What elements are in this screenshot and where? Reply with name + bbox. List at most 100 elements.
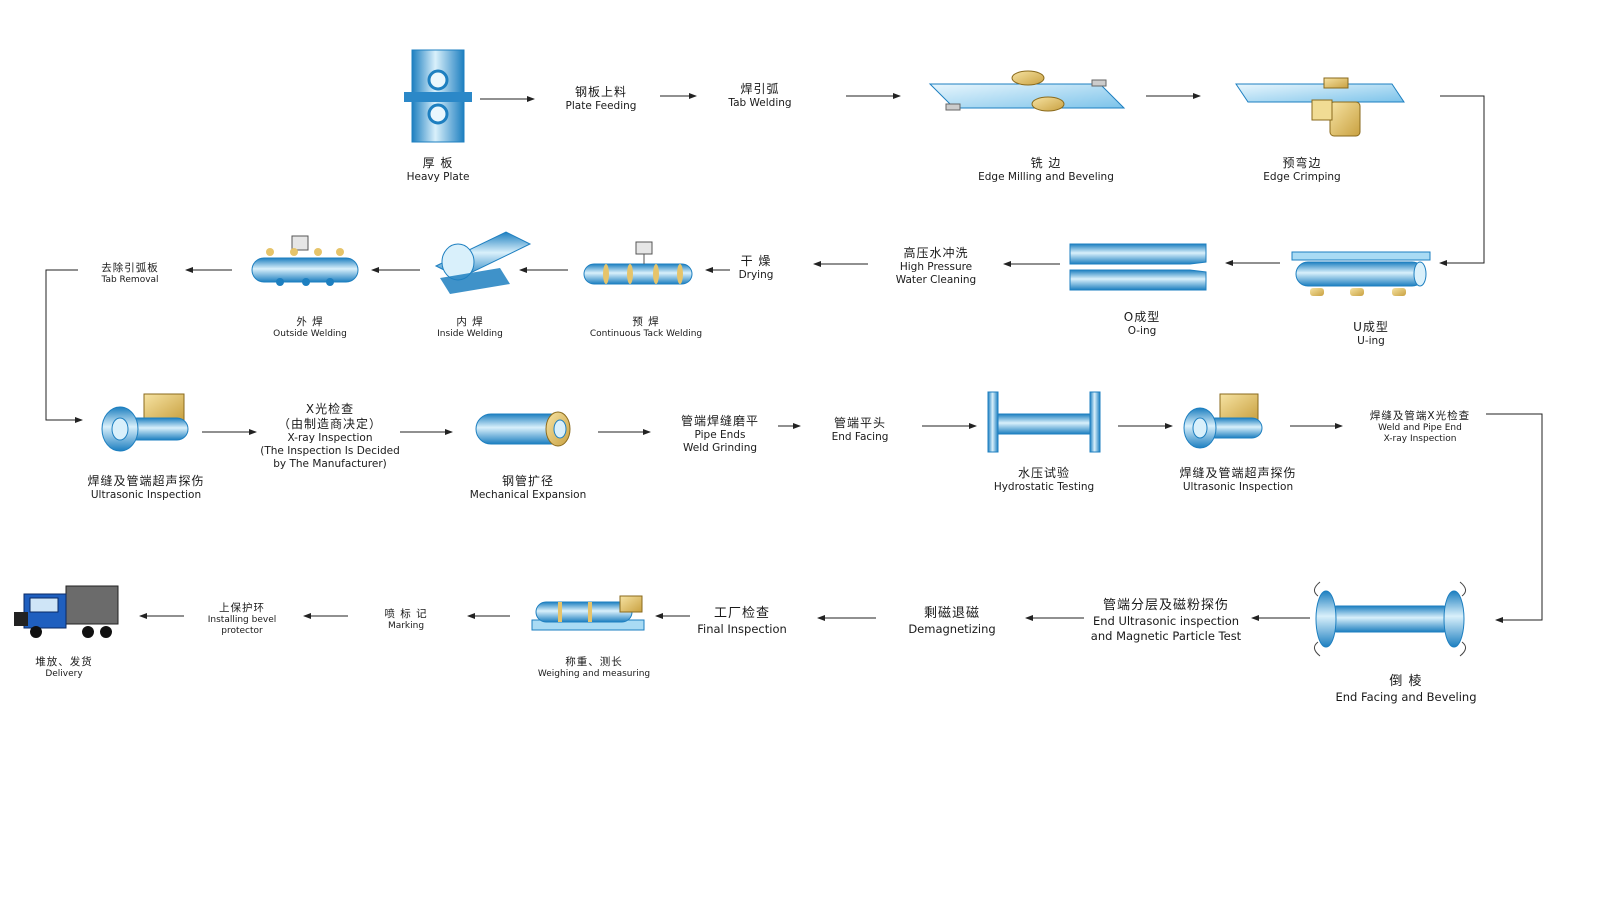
step-zh-label: 剩磁退磁 bbox=[923, 606, 980, 621]
step-water-cleaning: 高压水冲洗 High Pressure Water Cleaning bbox=[896, 246, 976, 287]
step-zh-label: O成型 bbox=[1123, 310, 1161, 324]
step-zh-label: 管端分层及磁粉探伤 bbox=[1102, 598, 1229, 613]
step-zh-label: 干 燥 bbox=[740, 254, 772, 268]
step-en-label: by The Manufacturer) bbox=[273, 458, 387, 471]
step-en-label: Demagnetizing bbox=[908, 622, 996, 637]
step-zh-label: 上保护环 bbox=[218, 602, 265, 614]
u-ing-icon bbox=[1291, 251, 1431, 296]
step-zh-label: 预弯边 bbox=[1282, 156, 1322, 170]
edge-crimping-icon bbox=[1235, 77, 1405, 137]
step-zh-label: 预 焊 bbox=[632, 316, 660, 328]
step-zh-label: X光检查 bbox=[305, 402, 355, 416]
step-final-inspection: 工厂检查 Final Inspection bbox=[697, 606, 787, 637]
weighing-icon bbox=[531, 595, 645, 631]
step-zh-label: U成型 bbox=[1353, 320, 1389, 334]
step-zh-label: 焊缝及管端超声探伤 bbox=[87, 474, 205, 488]
o-ing-icon bbox=[1069, 243, 1207, 291]
step-zh-label: 喷 标 记 bbox=[384, 608, 428, 620]
step-en-label: Installing bevel bbox=[207, 615, 277, 626]
step-xray-1: X光检查 （由制造商决定） X-ray Inspection (The Insp… bbox=[260, 402, 399, 471]
step-ultrasonic-2: 焊缝及管端超声探伤 Ultrasonic Inspection bbox=[1179, 466, 1296, 494]
step-zh-label: 管端焊缝磨平 bbox=[680, 414, 760, 428]
step-zh-label: 去除引弧板 bbox=[101, 262, 159, 274]
step-hydrostatic: 水压试验 Hydrostatic Testing bbox=[994, 466, 1094, 494]
step-en-label: End Ultrasonic inspection bbox=[1092, 614, 1240, 629]
step-en-label: Delivery bbox=[45, 669, 83, 680]
step-en-label: Marking bbox=[387, 621, 425, 632]
step-en-label: Heavy Plate bbox=[406, 171, 470, 183]
step-en-label: Final Inspection bbox=[697, 622, 787, 637]
step-en-label: Continuous Tack Welding bbox=[589, 329, 703, 340]
step-delivery: 堆放、发货 Delivery bbox=[35, 656, 93, 680]
step-zh-label: 称重、测长 bbox=[565, 656, 623, 668]
step-zh-label: 钢管扩径 bbox=[501, 474, 555, 488]
step-end-facing: 管端平头 End Facing bbox=[832, 416, 889, 444]
step-en-label: Outside Welding bbox=[273, 329, 347, 340]
step-beveling: 倒 棱 End Facing and Beveling bbox=[1336, 674, 1477, 705]
step-en-label: Hydrostatic Testing bbox=[993, 481, 1095, 493]
expansion-icon bbox=[475, 411, 571, 447]
step-zh-label: 堆放、发货 bbox=[35, 656, 93, 668]
step-edge-crimping: 预弯边 Edge Crimping bbox=[1263, 156, 1340, 184]
heavy-plate-icon bbox=[404, 49, 472, 143]
step-ultrasonic-1: 焊缝及管端超声探伤 Ultrasonic Inspection bbox=[87, 474, 204, 502]
step-zh-label: 管端平头 bbox=[833, 416, 886, 430]
step-drying: 干 燥 Drying bbox=[739, 254, 774, 282]
step-heavy-plate: 厚 板 Heavy Plate bbox=[407, 156, 470, 184]
beveling-icon bbox=[1314, 581, 1466, 657]
step-inside-welding: 内 焊 Inside Welding bbox=[437, 316, 503, 340]
step-en-label: Ultrasonic Inspection bbox=[90, 489, 202, 501]
step-zh-label: 内 焊 bbox=[456, 316, 484, 328]
step-o-ing: O成型 O-ing bbox=[1124, 310, 1160, 338]
step-en-label: Tab Removal bbox=[101, 275, 159, 286]
step-weld-grinding: 管端焊缝磨平 Pipe Ends Weld Grinding bbox=[681, 414, 759, 455]
step-tack-welding: 预 焊 Continuous Tack Welding bbox=[590, 316, 702, 340]
outside-welding-icon bbox=[251, 235, 359, 286]
step-en-label: High Pressure bbox=[899, 261, 973, 273]
hydrostatic-icon bbox=[987, 391, 1101, 453]
step-bevel-protector: 上保护环 Installing bevel protector bbox=[208, 602, 276, 638]
step-tab-removal: 去除引弧板 Tab Removal bbox=[101, 262, 159, 286]
step-en-label: X-ray Inspection bbox=[287, 432, 373, 444]
step-en-label: Inside Welding bbox=[437, 329, 503, 340]
step-en-label: Edge Crimping bbox=[1263, 171, 1341, 183]
step-en-label: Weighing and measuring bbox=[537, 669, 651, 680]
step-en-label: Pipe Ends bbox=[694, 429, 746, 441]
step-en-label: Water Cleaning bbox=[895, 274, 977, 287]
step-en-label: Edge Milling and Beveling bbox=[978, 171, 1114, 183]
inside-welding-icon bbox=[434, 231, 532, 294]
step-tab-welding: 焊引弧 Tab Welding bbox=[728, 82, 791, 110]
step-en-label: and Magnetic Particle Test bbox=[1090, 628, 1242, 643]
step-zh-label: 焊引弧 bbox=[740, 82, 780, 96]
step-en-label: End Facing and Beveling bbox=[1335, 690, 1477, 705]
delivery-truck-icon bbox=[14, 585, 119, 638]
step-en-label: O-ing bbox=[1127, 325, 1157, 337]
step-en-label: Drying bbox=[738, 269, 774, 281]
step-zh-label: 高压水冲洗 bbox=[903, 246, 969, 260]
step-en-label: Weld and Pipe End bbox=[1378, 423, 1462, 434]
step-expansion: 钢管扩径 Mechanical Expansion bbox=[470, 474, 586, 502]
edge-milling-icon bbox=[928, 70, 1126, 112]
step-zh-label: 厚 板 bbox=[422, 156, 454, 170]
step-u-ing: U成型 U-ing bbox=[1353, 320, 1389, 348]
step-zh-label: 倒 棱 bbox=[1389, 674, 1423, 689]
step-zh-label: 水压试验 bbox=[1017, 466, 1070, 480]
step-zh-label: 钢板上料 bbox=[574, 85, 628, 99]
ultrasonic-machine-icon-1 bbox=[101, 393, 189, 452]
step-en-label: protector bbox=[221, 626, 263, 637]
step-en-label: Ultrasonic Inspection bbox=[1182, 481, 1294, 493]
step-outside-welding: 外 焊 Outside Welding bbox=[273, 316, 347, 340]
step-plate-feeding: 钢板上料 Plate Feeding bbox=[566, 85, 637, 113]
step-en-label: Weld Grinding bbox=[682, 442, 758, 455]
step-edge-milling: 铣 边 Edge Milling and Beveling bbox=[978, 156, 1114, 184]
step-zh-label: 外 焊 bbox=[296, 316, 324, 328]
step-weighing: 称重、测长 Weighing and measuring bbox=[538, 656, 650, 680]
step-zh-label: 工厂检查 bbox=[713, 606, 770, 621]
ultrasonic-machine-icon-2 bbox=[1183, 393, 1263, 449]
step-en-label: U-ing bbox=[1357, 335, 1385, 347]
step-xray-2: 焊缝及管端X光检查 Weld and Pipe End X-ray Inspec… bbox=[1370, 410, 1470, 446]
tack-welding-icon bbox=[583, 241, 693, 285]
step-marking: 喷 标 记 Marking bbox=[384, 608, 427, 632]
step-en-label: (The Inspection Is Decided bbox=[260, 445, 400, 458]
